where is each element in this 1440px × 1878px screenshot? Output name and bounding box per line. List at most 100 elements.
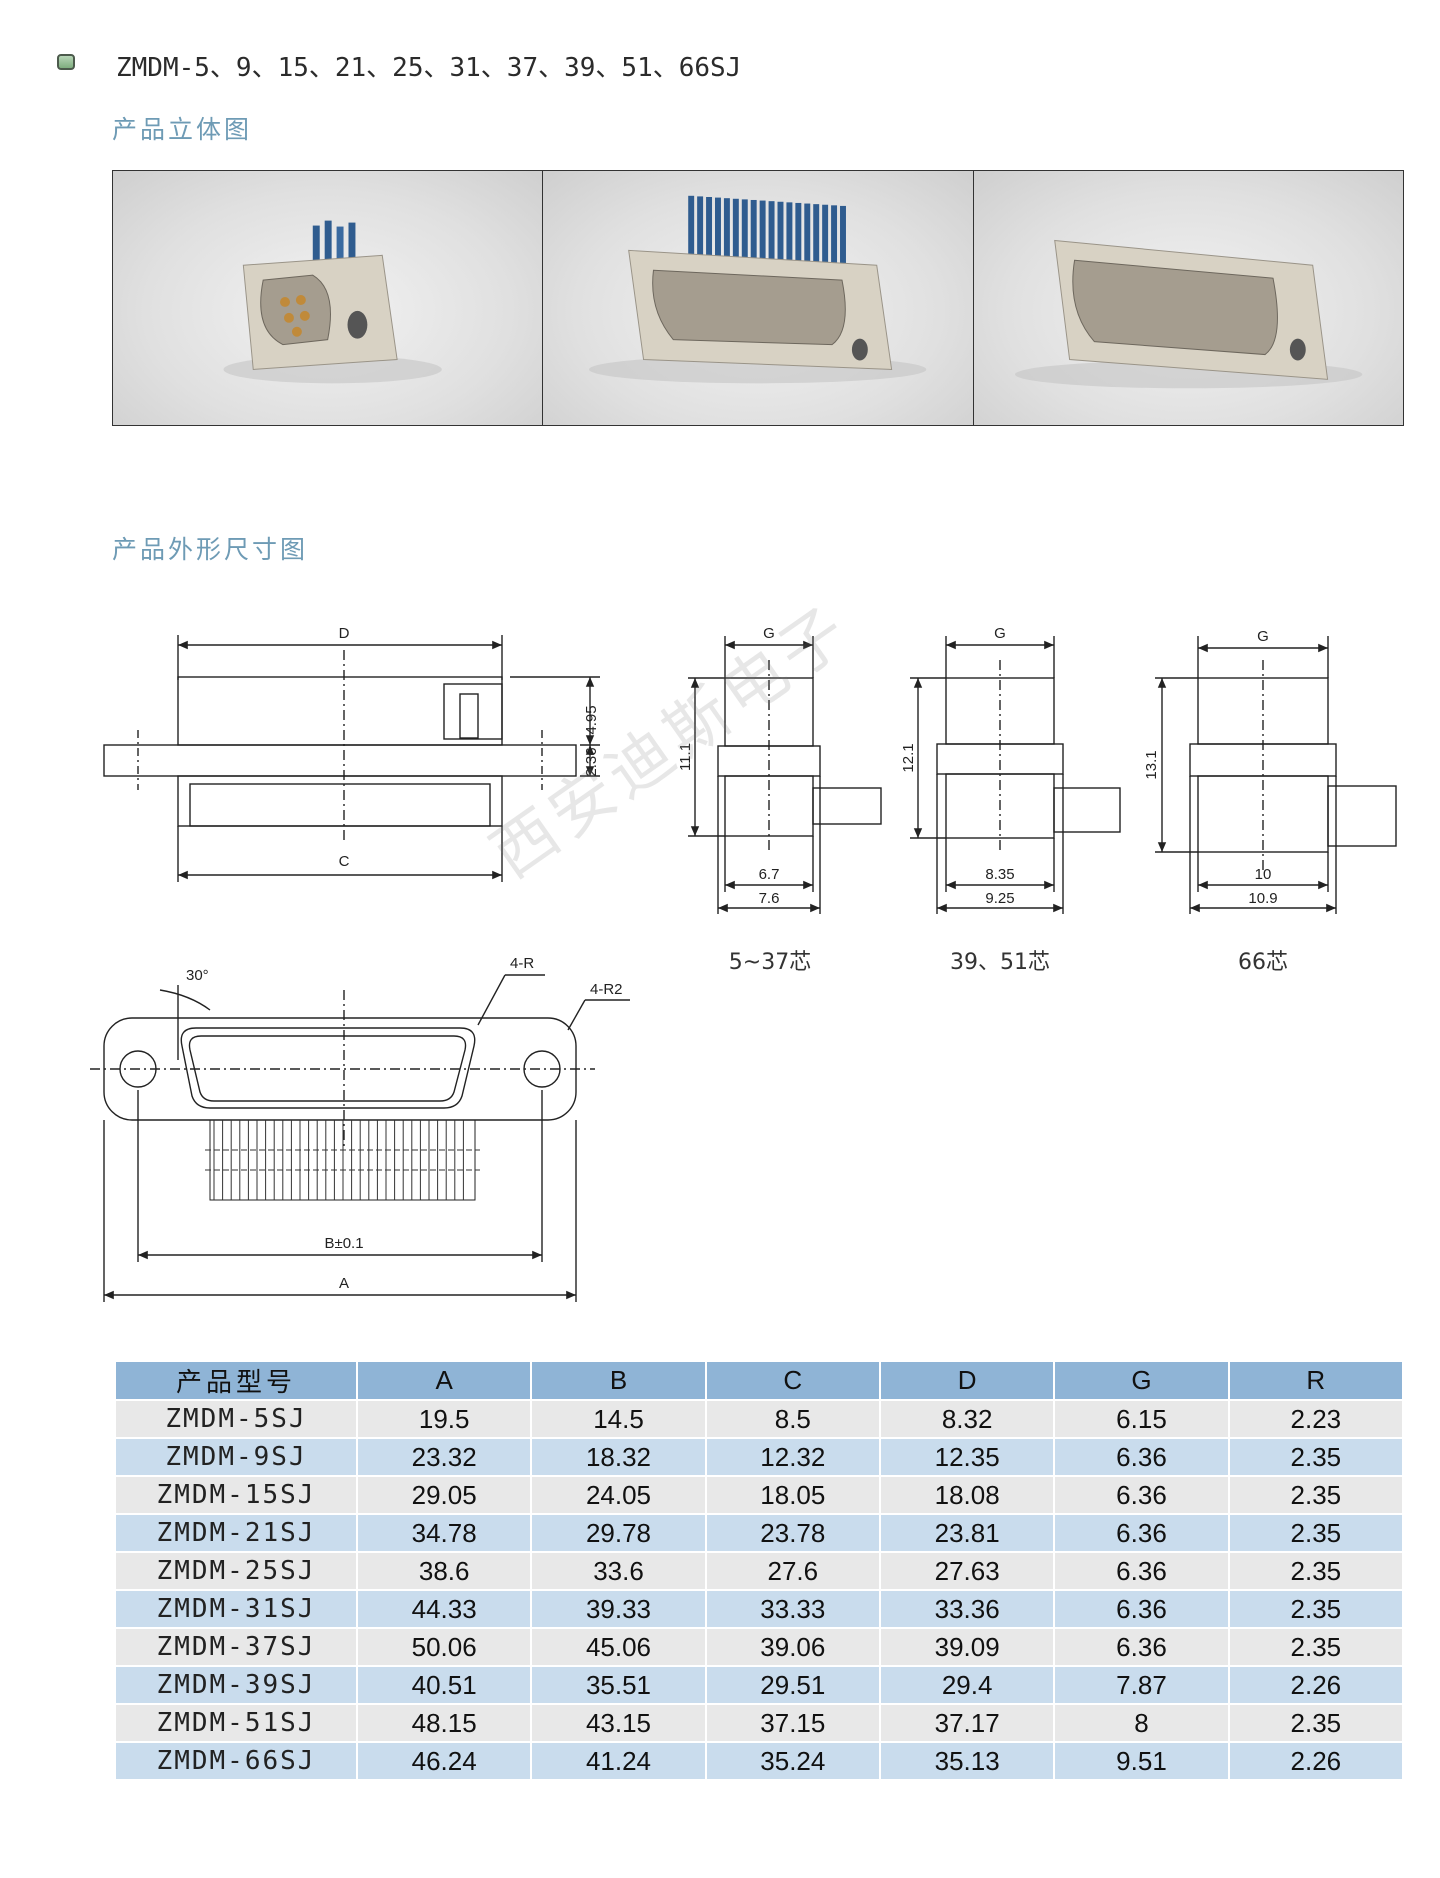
front-angle-label: 30° — [186, 967, 209, 984]
v1-outer-width: 7.6 — [759, 890, 780, 907]
cell-r: 2.35 — [1229, 1477, 1402, 1513]
cell-d: 39.09 — [880, 1629, 1054, 1665]
v1-inner-width: 6.7 — [759, 866, 780, 883]
variant-5-37-drawing — [688, 636, 882, 914]
photo-section-heading: 产品立体图 — [112, 115, 253, 144]
cell-a: 34.78 — [358, 1515, 531, 1551]
cell-a: 44.33 — [358, 1591, 531, 1627]
cell-model: ZMDM-37SJ — [116, 1629, 356, 1665]
cell-r: 2.35 — [1229, 1705, 1402, 1741]
cell-r: 2.35 — [1229, 1439, 1402, 1475]
cell-a: 50.06 — [358, 1629, 531, 1665]
cell-r: 2.23 — [1229, 1401, 1402, 1437]
cell-d: 33.36 — [880, 1591, 1054, 1627]
side-c-label: C — [339, 853, 350, 870]
cell-d: 18.08 — [880, 1477, 1054, 1513]
cell-c: 18.05 — [706, 1477, 879, 1513]
cell-r: 2.35 — [1229, 1553, 1402, 1589]
cell-b: 18.32 — [532, 1439, 705, 1475]
v2-g-label: G — [994, 625, 1006, 642]
cell-b: 39.33 — [532, 1591, 705, 1627]
cell-r: 2.35 — [1229, 1629, 1402, 1665]
cell-a: 29.05 — [358, 1477, 531, 1513]
variant-caption-5-37: 5~37芯 — [728, 950, 812, 975]
cell-model: ZMDM-31SJ — [116, 1591, 356, 1627]
cell-c: 35.24 — [706, 1743, 879, 1779]
cell-g: 8 — [1055, 1705, 1228, 1741]
cell-b: 41.24 — [532, 1743, 705, 1779]
cell-c: 27.6 — [706, 1553, 879, 1589]
dimension-drawings: D C 4.95 2.36 G 11.1 6.7 7.6 G 12.1 8.35… — [90, 625, 1397, 1302]
cell-model: ZMDM-21SJ — [116, 1515, 356, 1551]
cell-a: 46.24 — [358, 1743, 531, 1779]
green-square-bullet-icon — [57, 54, 75, 70]
cell-b: 14.5 — [532, 1401, 705, 1437]
variant-caption-39-51: 39、51芯 — [950, 950, 1050, 975]
cell-c: 37.15 — [706, 1705, 879, 1741]
drawing-section-heading: 产品外形尺寸图 — [112, 535, 309, 564]
cell-g: 6.36 — [1055, 1553, 1228, 1589]
cell-model: ZMDM-66SJ — [116, 1743, 356, 1779]
product-photo-5-pin — [113, 171, 544, 425]
v3-outer-width: 10.9 — [1248, 890, 1277, 907]
cell-c: 29.51 — [706, 1667, 879, 1703]
pin-comb-drawing — [205, 1120, 480, 1200]
v1-height-label: 11.1 — [677, 743, 694, 771]
cell-model: ZMDM-39SJ — [116, 1667, 356, 1703]
cell-g: 7.87 — [1055, 1667, 1228, 1703]
header-b: B — [532, 1362, 705, 1399]
front-a-label: A — [339, 1275, 349, 1292]
cell-c: 23.78 — [706, 1515, 879, 1551]
cell-model: ZMDM-9SJ — [116, 1439, 356, 1475]
cell-d: 12.35 — [880, 1439, 1054, 1475]
variant-caption-66: 66芯 — [1238, 950, 1288, 975]
cell-d: 27.63 — [880, 1553, 1054, 1589]
product-photo-strip — [112, 170, 1404, 426]
cell-a: 23.32 — [358, 1439, 531, 1475]
cell-d: 35.13 — [880, 1743, 1054, 1779]
cell-a: 19.5 — [358, 1401, 531, 1437]
cell-a: 38.6 — [358, 1553, 531, 1589]
front-b-label: B±0.1 — [324, 1235, 363, 1252]
cell-model: ZMDM-51SJ — [116, 1705, 356, 1741]
header-g: G — [1055, 1362, 1228, 1399]
cell-b: 24.05 — [532, 1477, 705, 1513]
v2-inner-width: 8.35 — [985, 866, 1014, 883]
header-a: A — [358, 1362, 531, 1399]
cell-g: 6.15 — [1055, 1401, 1228, 1437]
v2-outer-width: 9.25 — [985, 890, 1014, 907]
side-dim-495: 4.95 — [583, 705, 600, 734]
variant-39-51-drawing — [910, 636, 1121, 914]
cell-b: 33.6 — [532, 1553, 705, 1589]
cell-model: ZMDM-15SJ — [116, 1477, 356, 1513]
side-dim-236: 2.36 — [583, 747, 600, 776]
side-view-drawing — [103, 635, 600, 882]
cell-r: 2.35 — [1229, 1591, 1402, 1627]
cell-model: ZMDM-25SJ — [116, 1553, 356, 1589]
header-model: 产品型号 — [116, 1362, 356, 1399]
cell-g: 6.36 — [1055, 1629, 1228, 1665]
cell-c: 12.32 — [706, 1439, 879, 1475]
product-photo-37-pin — [543, 171, 974, 425]
cell-r: 2.26 — [1229, 1743, 1402, 1779]
variant-66-drawing — [1155, 636, 1397, 914]
cell-c: 33.33 — [706, 1591, 879, 1627]
table-header-row: 产品型号 A B C D G R — [116, 1362, 1402, 1399]
cell-b: 35.51 — [532, 1667, 705, 1703]
cell-d: 23.81 — [880, 1515, 1054, 1551]
cell-c: 39.06 — [706, 1629, 879, 1665]
cell-g: 6.36 — [1055, 1591, 1228, 1627]
cell-b: 29.78 — [532, 1515, 705, 1551]
cell-g: 6.36 — [1055, 1477, 1228, 1513]
v1-g-label: G — [763, 625, 775, 642]
header-c: C — [706, 1362, 879, 1399]
cell-d: 37.17 — [880, 1705, 1054, 1741]
side-d-label: D — [339, 625, 350, 642]
